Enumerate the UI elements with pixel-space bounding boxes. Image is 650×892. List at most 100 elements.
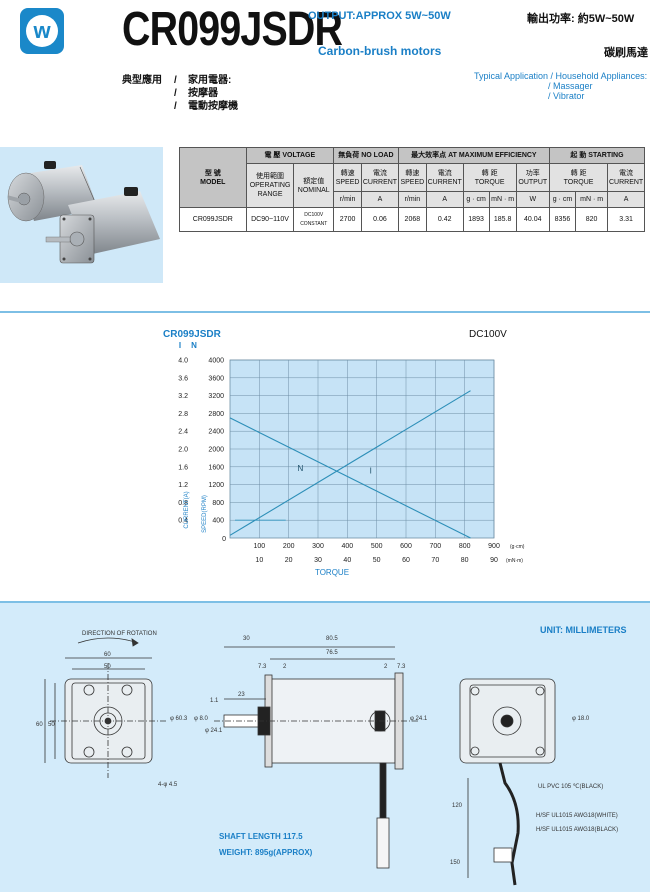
dim-label: 50 [48, 722, 55, 728]
dim-label: 7.3 [258, 664, 267, 670]
wire-label: H/SF UL1015 AWG18(BLACK) [536, 827, 619, 833]
unit-cell: mN · m [488, 191, 517, 208]
y-right-tick-label: 400 [212, 518, 224, 525]
brand-logo: w [20, 8, 64, 54]
y-left-tick-label: 3.6 [178, 375, 188, 382]
y-right-tick-label: 800 [212, 500, 224, 507]
unit-cell: W [515, 191, 550, 208]
y-left-tick-label: 1.6 [178, 464, 188, 471]
series-label-N: N [298, 464, 304, 473]
x-top-tick-label: 200 [283, 543, 295, 550]
output-range-en: OUTPUT:APPROX 5W~50W [308, 10, 451, 22]
motor-illustration [7, 161, 160, 264]
series-line-N [229, 417, 471, 539]
unit-cell: r/min [333, 191, 363, 208]
motor-type-en: Carbon-brush motors [318, 44, 442, 58]
x-top-tick-label: 700 [429, 543, 441, 550]
product-photo [0, 147, 163, 283]
unit-cell: mN · m [574, 191, 609, 208]
y-right-tick-label: 4000 [208, 358, 224, 365]
col-no-load: 無負荷 NO LOAD [333, 147, 399, 164]
cell-model: CR099JSDR [179, 207, 247, 232]
unit-cell: A [425, 191, 464, 208]
wire-label: UL PVC 105 ℃(BLACK) [538, 784, 604, 790]
dim-label: 80.5 [326, 636, 338, 642]
cell-me-output: 40.04 [515, 207, 550, 232]
dim-label: φ 8.0 [194, 716, 208, 722]
x-bottom-tick-label: 10 [255, 557, 263, 564]
y-left-tick-label: 0.8 [178, 500, 188, 507]
x-top-tick-label: 800 [459, 543, 471, 550]
unit-label: UNIT: MILLIMETERS [540, 625, 627, 635]
y-right-tick-label: 3600 [208, 375, 224, 382]
col-max-eff: 最大效率点 AT MAXIMUM EFFICIENCY [397, 147, 550, 164]
dim-label: 30 [243, 636, 250, 642]
unit-cell: g · cm [548, 191, 576, 208]
application-en-line: Typical Application / Household Applianc… [474, 71, 648, 81]
dim-label: 2 [384, 664, 388, 670]
unit-cell: g · cm [462, 191, 490, 208]
x-bottom-tick-label: 50 [373, 557, 381, 564]
cell-me-current: 0.42 [425, 207, 464, 232]
y-left-tick-label: 0.4 [178, 518, 188, 525]
y-left-tick-label: 3.2 [178, 393, 188, 400]
application-en-line: / Vibrator [548, 91, 585, 101]
application-label: 典型應用 [122, 75, 162, 86]
zero-label: 0 [222, 536, 226, 543]
application-en-line: / Massager [548, 81, 593, 91]
chart-subtitle: DC100V [469, 329, 507, 340]
dim-label: 120 [452, 803, 463, 809]
weight: WEIGHT: 895g(APPROX) [219, 848, 313, 857]
y-right-tick-label: 3200 [208, 393, 224, 400]
y-right-tick-label: 2800 [208, 411, 224, 418]
cell-nl-current: 0.06 [361, 207, 399, 232]
y-left-axis-label: CURRENT(A) [184, 491, 190, 528]
cell-range: DC90~110V [245, 207, 295, 232]
x-bottom-tick-label: 40 [343, 557, 351, 564]
cell-nominal: DC100V CONSTANT [293, 207, 335, 232]
table-row: CR099JSDR DC90~110V DC100V CONSTANT 2700… [179, 207, 645, 232]
dim-label: 150 [450, 860, 461, 866]
col-starting: 起 動 STARTING [548, 147, 646, 164]
col-voltage: 電 壓 VOLTAGE [245, 147, 335, 164]
dim-label: φ 24.1 [205, 728, 223, 734]
dim-label: φ 18.0 [572, 716, 590, 722]
motor-front [45, 187, 160, 264]
x-top-tick-label: 400 [341, 543, 353, 550]
section-divider [0, 601, 650, 603]
rotation-label: DIRECTION OF ROTATION [82, 631, 157, 637]
section-divider [0, 311, 650, 313]
x-unit-bottom: (mN·m) [506, 558, 523, 564]
x-bottom-tick-label: 70 [431, 557, 439, 564]
model-title: CR099JSDR [122, 3, 343, 56]
cell-me-torque-mn: 185.8 [488, 207, 517, 232]
y-left-tick-label: 2.4 [178, 429, 188, 436]
y-left-tick-label: 1.2 [178, 482, 188, 489]
cell-me-torque-g: 1893 [462, 207, 490, 232]
dim-label: 60 [104, 652, 111, 658]
application-item: 家用電器: [188, 75, 232, 86]
x-top-tick-label: 600 [400, 543, 412, 550]
dim-label: 2 [283, 664, 287, 670]
cell-st-current: 3.31 [607, 207, 645, 232]
unit-cell: A [361, 191, 399, 208]
chart-title: CR099JSDR [163, 329, 221, 340]
application-item: 按摩器 [188, 88, 218, 99]
x-bottom-tick-label: 90 [490, 557, 498, 564]
dimension-drawing [0, 603, 650, 892]
cell-me-speed: 2068 [397, 207, 427, 232]
y-left-tick-label: 4.0 [178, 358, 188, 365]
dim-label: 1.1 [210, 698, 219, 704]
x-bottom-tick-label: 20 [285, 557, 293, 564]
y-right-tick-label: 1200 [208, 482, 224, 489]
dim-label: 23 [238, 692, 245, 698]
dim-label: 76.5 [326, 650, 338, 656]
